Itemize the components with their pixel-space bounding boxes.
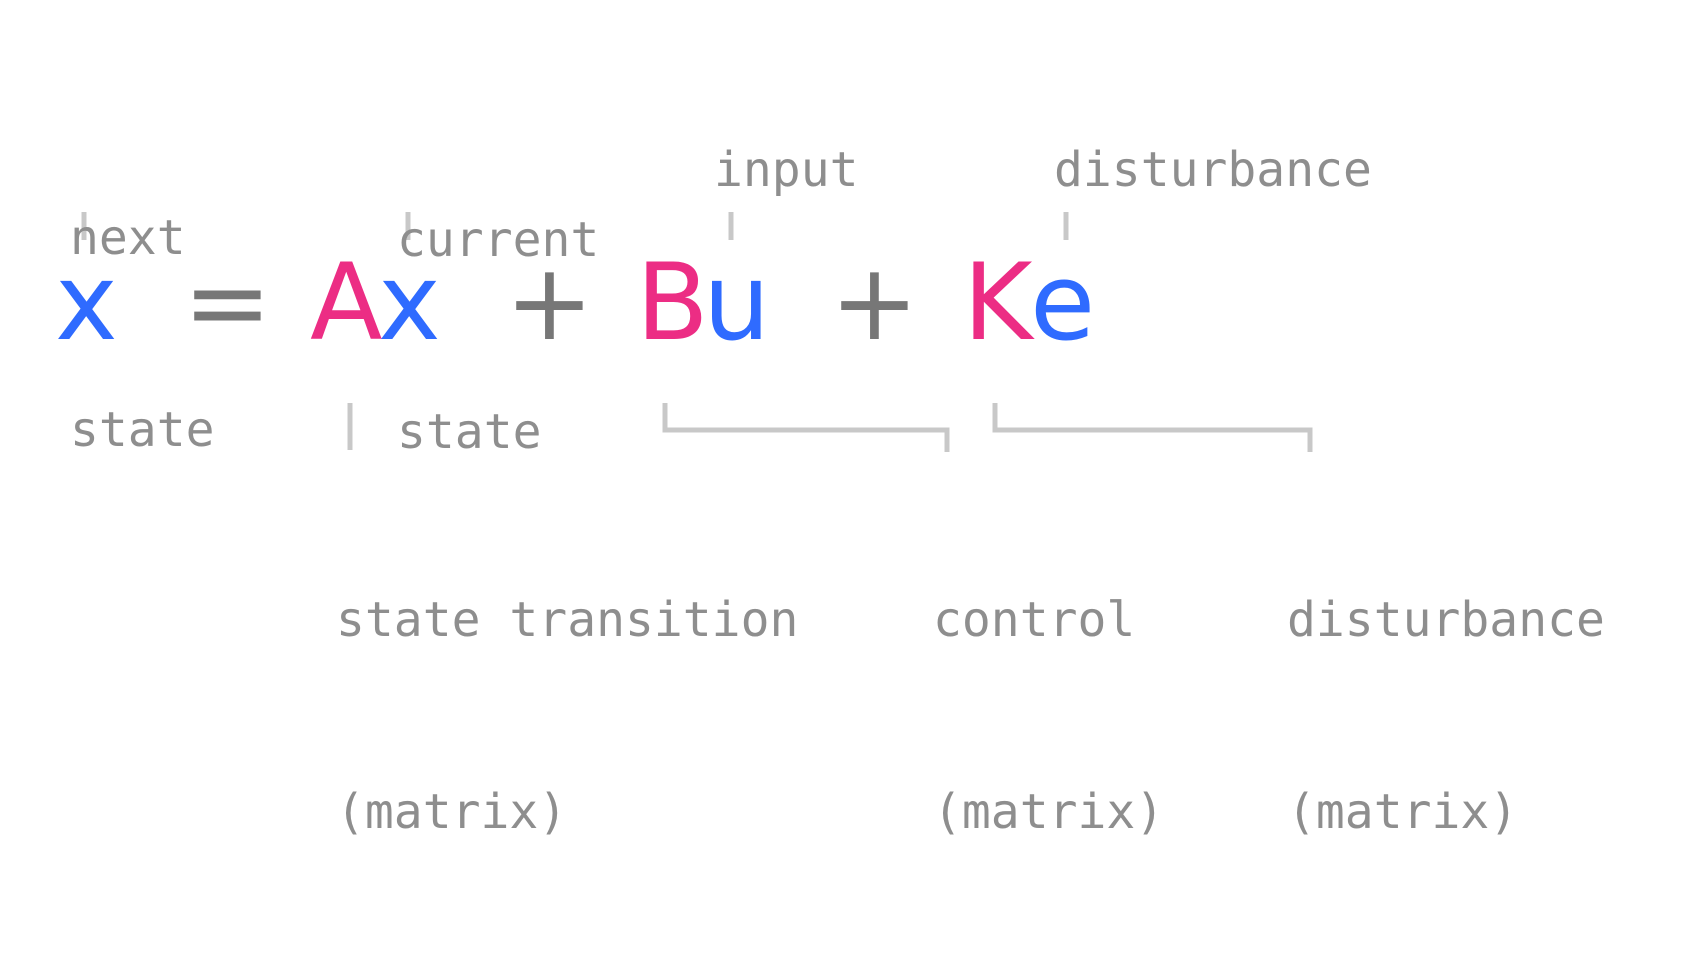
label-state-transition-line1: state transition bbox=[336, 592, 799, 648]
label-state-transition-line2: (matrix) bbox=[336, 784, 568, 840]
label-disturbance: disturbance bbox=[1054, 142, 1372, 198]
label-control-line2: (matrix) bbox=[933, 784, 1165, 840]
symbol-input-u: u bbox=[703, 241, 771, 364]
label-disturbance-matrix-line1: disturbance bbox=[1287, 592, 1605, 648]
bracket-disturbance-matrix bbox=[992, 403, 1313, 452]
label-current-state-line1: current bbox=[397, 212, 600, 268]
label-current-state-line2: state bbox=[397, 404, 542, 460]
symbol-current-state-x: x bbox=[378, 241, 441, 364]
symbol-matrix-B: B bbox=[636, 241, 709, 364]
label-current-state: current state bbox=[397, 80, 599, 592]
label-control-line1: control bbox=[933, 592, 1136, 648]
label-next-state: next state bbox=[70, 78, 215, 590]
label-control-matrix: control (matrix) bbox=[933, 460, 1164, 972]
label-state-transition-matrix: state transition (matrix) bbox=[336, 460, 798, 972]
symbol-plus-2: + bbox=[830, 241, 919, 364]
symbol-plus-1: + bbox=[505, 241, 594, 364]
bracket-control bbox=[662, 403, 950, 452]
symbol-disturbance-e: e bbox=[1030, 241, 1096, 364]
symbol-matrix-A: A bbox=[310, 241, 383, 364]
state-space-equation-diagram: next state current state input disturban… bbox=[55, 78, 1605, 840]
label-next-state-line2: state bbox=[70, 402, 215, 458]
symbol-equals: = bbox=[183, 241, 272, 364]
guide-lines bbox=[81, 212, 1313, 452]
label-disturbance-matrix-line2: (matrix) bbox=[1287, 784, 1519, 840]
label-next-state-line1: next bbox=[70, 210, 186, 266]
symbol-matrix-K: K bbox=[963, 241, 1033, 364]
label-disturbance-matrix: disturbance (matrix) bbox=[1287, 460, 1605, 972]
label-input: input bbox=[714, 142, 859, 198]
symbol-next-state-x: x bbox=[55, 241, 118, 364]
